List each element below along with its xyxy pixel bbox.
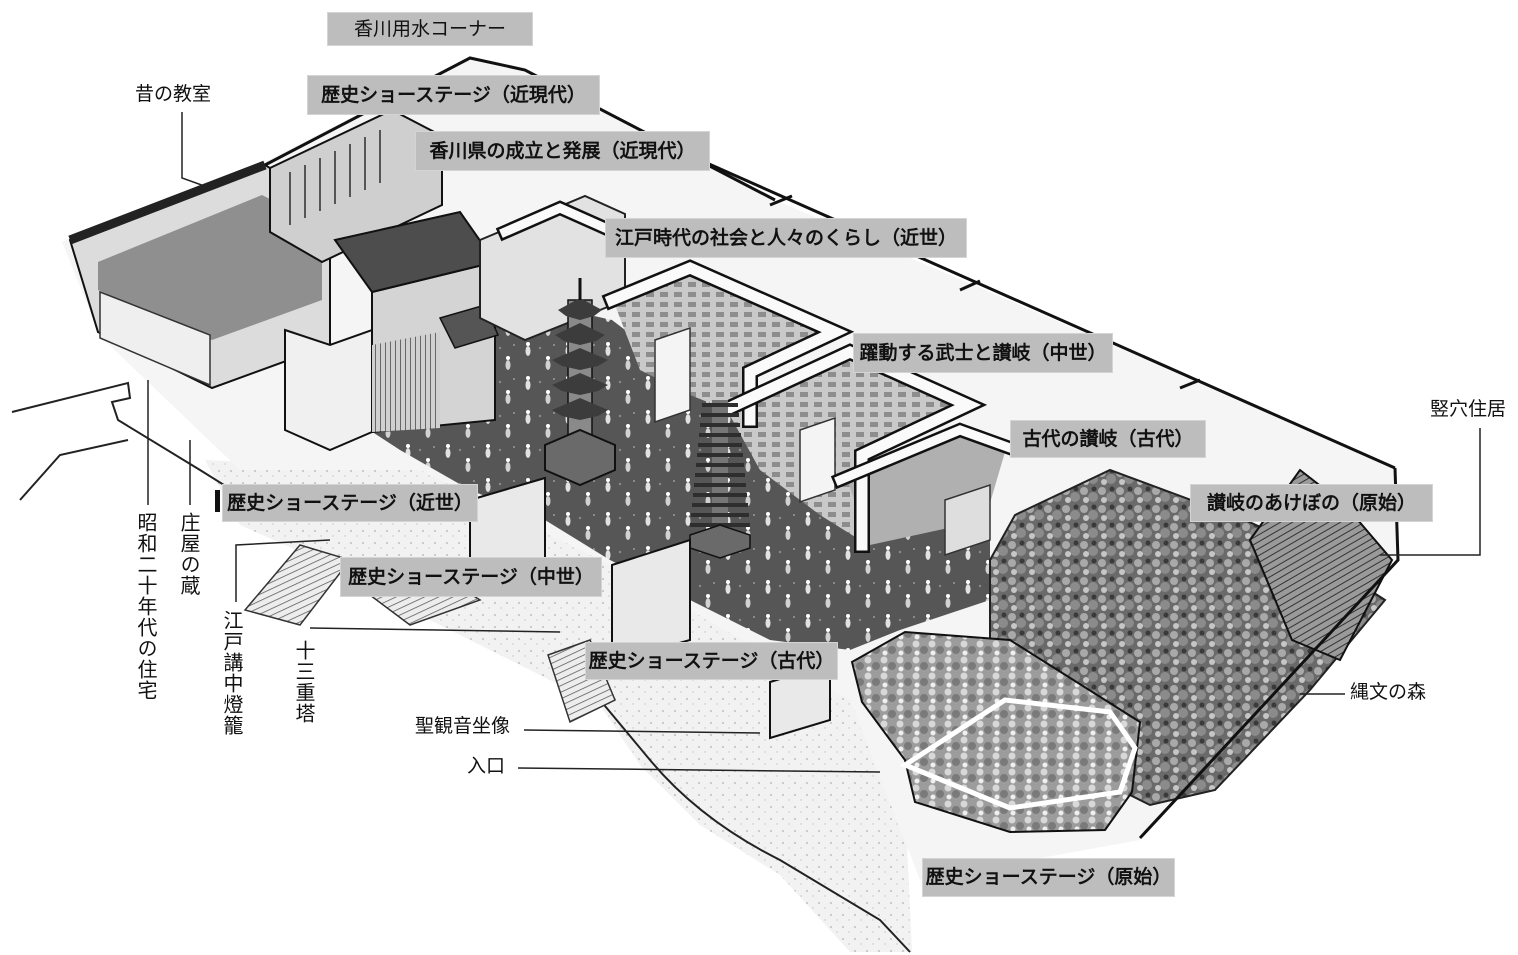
old-classroom-building bbox=[269, 108, 443, 264]
label-jomon-forest: 縄文の森 bbox=[1350, 681, 1427, 703]
label-edo-society: 江戸時代の社会と人々のくらし（近世） bbox=[605, 218, 967, 258]
exhibit-walls bbox=[495, 200, 1019, 553]
label-stage-ancient: 歴史ショーステージ（古代） bbox=[585, 642, 838, 680]
show-stages bbox=[469, 476, 831, 740]
label-kannon-statue: 聖観音坐像 bbox=[415, 715, 511, 737]
label-old-classroom: 昔の教室 bbox=[135, 83, 212, 105]
label-kagawa-yosui-corner: 香川用水コーナー bbox=[327, 12, 533, 46]
label-stage-medieval: 歴史ショーステージ（中世） bbox=[340, 557, 602, 597]
edo-lantern bbox=[544, 278, 616, 487]
leader-lines bbox=[147, 112, 1481, 773]
label-thirteen-pagoda: 十三重塔 bbox=[292, 640, 316, 724]
label-pit-dwelling: 竪穴住居 bbox=[1430, 398, 1507, 420]
showa-house-block bbox=[68, 160, 331, 390]
label-edo-lantern: 江戸講中燈籠 bbox=[220, 610, 244, 736]
label-shoya-storehouse: 庄屋の蔵 bbox=[177, 512, 201, 596]
label-kagawa-founding: 香川県の成立と発展（近現代） bbox=[415, 131, 710, 171]
shoya-storehouse bbox=[284, 328, 373, 452]
label-showa-house: 昭和二十年代の住宅 bbox=[134, 512, 158, 701]
label-sanuki-dawn: 讃岐のあけぼの（原始） bbox=[1190, 484, 1433, 522]
label-stage-primitive: 歴史ショーステージ（原始） bbox=[922, 858, 1175, 897]
label-marker bbox=[215, 490, 220, 512]
label-entrance: 入口 bbox=[467, 755, 506, 777]
label-samurai-sanuki: 躍動する武士と讃岐（中世） bbox=[853, 333, 1113, 373]
thirteen-story-pagoda bbox=[689, 400, 751, 559]
forest-diorama-case bbox=[850, 630, 1142, 834]
label-stage-early-modern: 歴史ショーステージ（近世） bbox=[222, 484, 478, 522]
exhibit-interiors bbox=[615, 272, 1005, 557]
label-stage-modern: 歴史ショーステージ（近現代） bbox=[307, 75, 600, 115]
label-ancient-sanuki: 古代の讃岐（古代） bbox=[1010, 420, 1206, 458]
